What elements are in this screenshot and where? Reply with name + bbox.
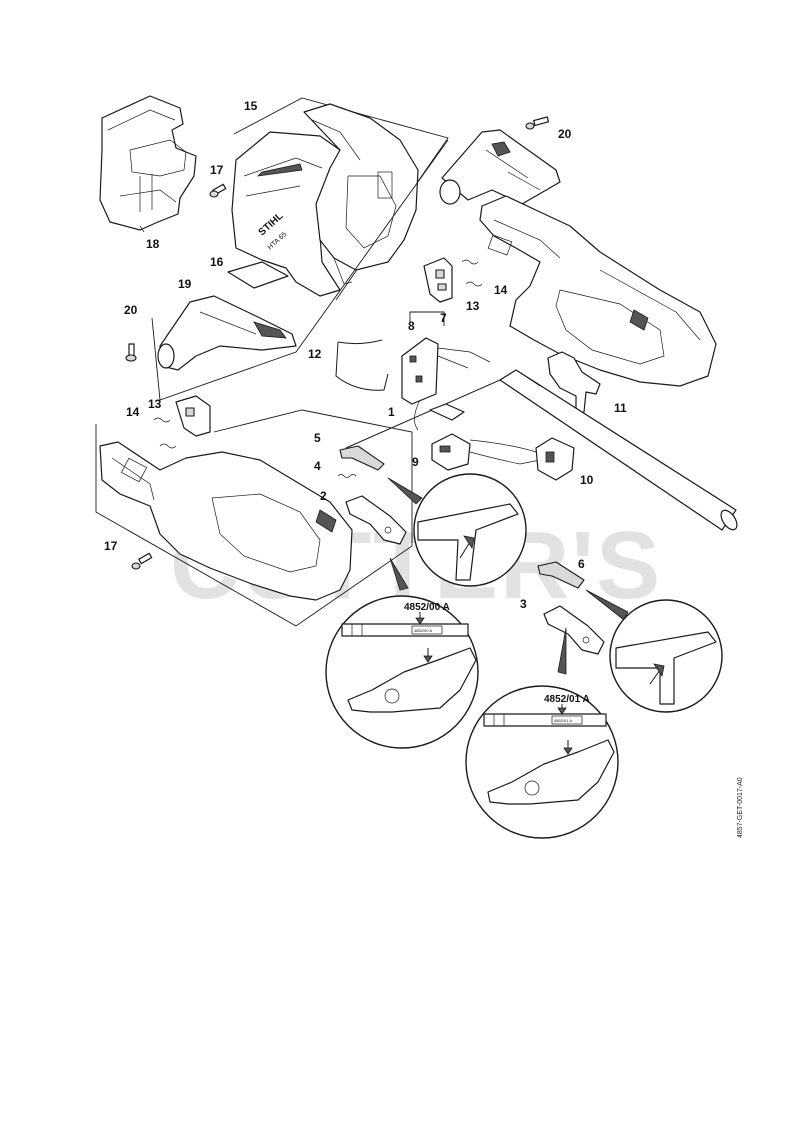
callout-17-lower: 17: [104, 539, 118, 553]
callout-1: 1: [388, 405, 395, 419]
callout-8: 8: [408, 319, 415, 333]
housing-half-left: [99, 441, 353, 601]
part-9-connector: [431, 433, 541, 471]
part-2-trigger: [345, 495, 407, 545]
callout-20-left: 20: [124, 303, 138, 317]
callout-15: 15: [244, 99, 258, 113]
part-14-spring-upper: [461, 259, 483, 287]
shaft-tube: [499, 369, 738, 531]
part-13-bracket-upper: [423, 257, 453, 303]
callout-20-right: 20: [558, 127, 572, 141]
detail-circle-c: [585, 589, 723, 713]
callout-13-upper: 13: [466, 299, 480, 313]
callout-2: 2: [320, 489, 327, 503]
part-12-wire-spring: [335, 339, 389, 391]
detail-left-part-number: 4852/00 A: [404, 602, 450, 613]
part-16-label: [227, 261, 289, 289]
detail-circle-a: [387, 473, 527, 587]
part-6-trigger-lock-alt: [537, 561, 585, 589]
part-20-screw-right: [525, 116, 550, 130]
callout-19: 19: [178, 277, 192, 291]
callout-10: 10: [580, 473, 594, 487]
detail-circle-b: 4852/00 A: [325, 557, 479, 749]
part-7-bracket: [409, 311, 445, 326]
detail-right-part-number: 4852/01 A: [544, 694, 590, 705]
part-19-bracket: [151, 139, 449, 401]
callout-11: 11: [614, 401, 627, 415]
part-13-bracket-lower: [175, 395, 211, 437]
callout-14-lower: 14: [126, 405, 140, 419]
callout-16: 16: [210, 255, 224, 269]
detail-right-tiny-label: 4852/01 A: [554, 718, 572, 723]
callout-6: 6: [578, 557, 585, 571]
callout-3: 3: [520, 597, 527, 611]
part-14-spring-lower: [153, 417, 177, 449]
part-17-screw-lower: [131, 552, 153, 570]
part-18-end-cap: [99, 95, 197, 233]
part-19-handle-grip: [157, 295, 297, 371]
callout-7: 7: [440, 311, 447, 325]
housing-half-right: [479, 195, 717, 387]
part-11-lever: [547, 351, 601, 415]
part-17-screw-top: [209, 183, 227, 198]
callout-5: 5: [314, 431, 321, 445]
callout-12: 12: [308, 347, 322, 361]
part-small-connector: [414, 399, 465, 431]
lower-housing-bracket: [95, 409, 413, 627]
part-3-trigger-alt: [543, 605, 605, 655]
part-4-spring: [337, 474, 357, 478]
callout-13-lower: 13: [148, 397, 162, 411]
document-id: 4857-GET-0017-A0: [737, 777, 744, 838]
callout-14-upper: 14: [494, 283, 508, 297]
part-10-contact: [469, 437, 575, 481]
part-5-trigger-lock: [339, 445, 385, 471]
callout-9: 9: [412, 455, 419, 469]
callout-17-top: 17: [210, 163, 224, 177]
detail-circle-d: 4852/01 A: [465, 627, 619, 839]
leader-1: [345, 379, 501, 449]
callout-18: 18: [146, 237, 160, 251]
part-15-housing-shell: STIHL HTA 65: [231, 103, 419, 297]
callout-4: 4: [314, 459, 321, 473]
detail-left-tiny-label: 4852/00 A: [414, 628, 432, 633]
part-upper-connector: [439, 129, 561, 205]
part-8-switch-board: [401, 337, 491, 405]
part-20-screw-left: [125, 343, 137, 362]
